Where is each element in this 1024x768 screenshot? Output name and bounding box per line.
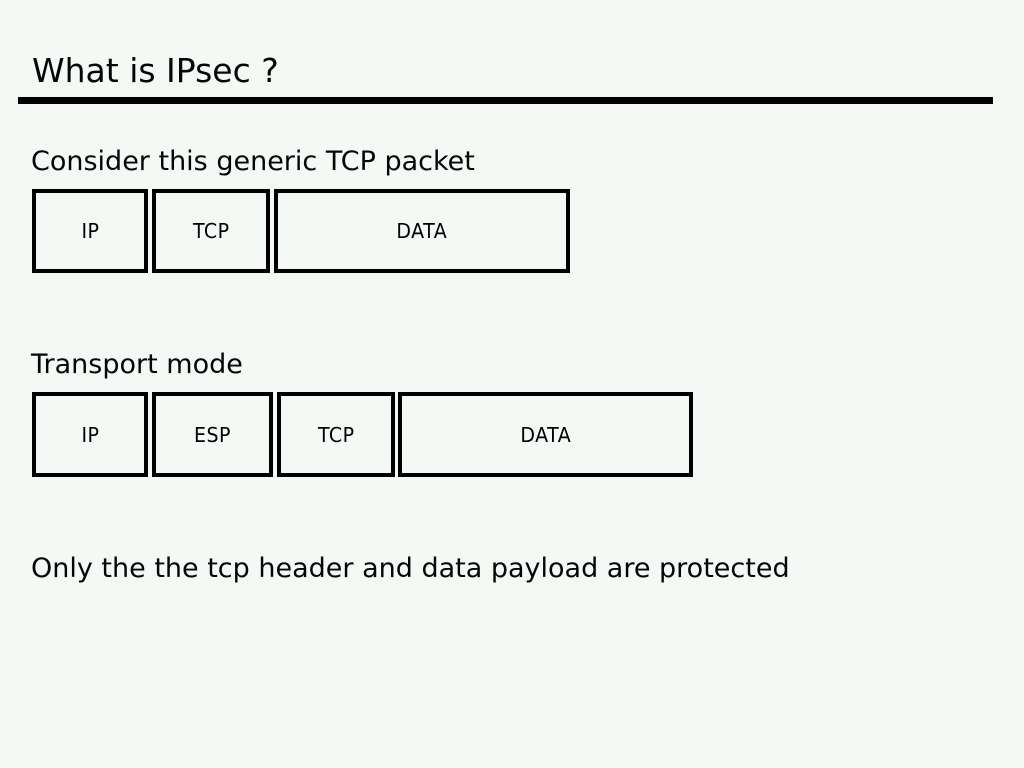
packet-box-ip: IP xyxy=(32,189,148,273)
packet-box-ip: IP xyxy=(32,392,148,477)
slide-title: What is IPsec ? xyxy=(32,51,279,90)
packet-box-data-label: DATA xyxy=(396,219,448,243)
transport-mode-caption: Transport mode xyxy=(31,349,243,380)
packet-box-esp-label: ESP xyxy=(194,422,231,447)
packet-box-tcp: TCP xyxy=(152,189,270,273)
packet-box-ip-label: IP xyxy=(80,422,100,447)
packet-box-ip-label: IP xyxy=(80,219,100,243)
packet-box-data: DATA xyxy=(398,392,693,477)
generic-packet-caption: Consider this generic TCP packet xyxy=(31,146,475,177)
packet-box-data: DATA xyxy=(274,189,570,273)
packet-box-tcp-label: TCP xyxy=(317,422,355,447)
packet-box-data-label: DATA xyxy=(520,422,571,447)
protection-note: Only the the tcp header and data payload… xyxy=(31,553,790,584)
transport-mode-diagram: IP ESP TCP DATA xyxy=(0,392,1024,477)
title-underline-rule xyxy=(18,97,993,104)
packet-box-tcp: TCP xyxy=(277,392,395,477)
packet-box-esp: ESP xyxy=(152,392,273,477)
generic-packet-diagram: IP TCP DATA xyxy=(0,189,1024,273)
packet-box-tcp-label: TCP xyxy=(192,219,230,243)
